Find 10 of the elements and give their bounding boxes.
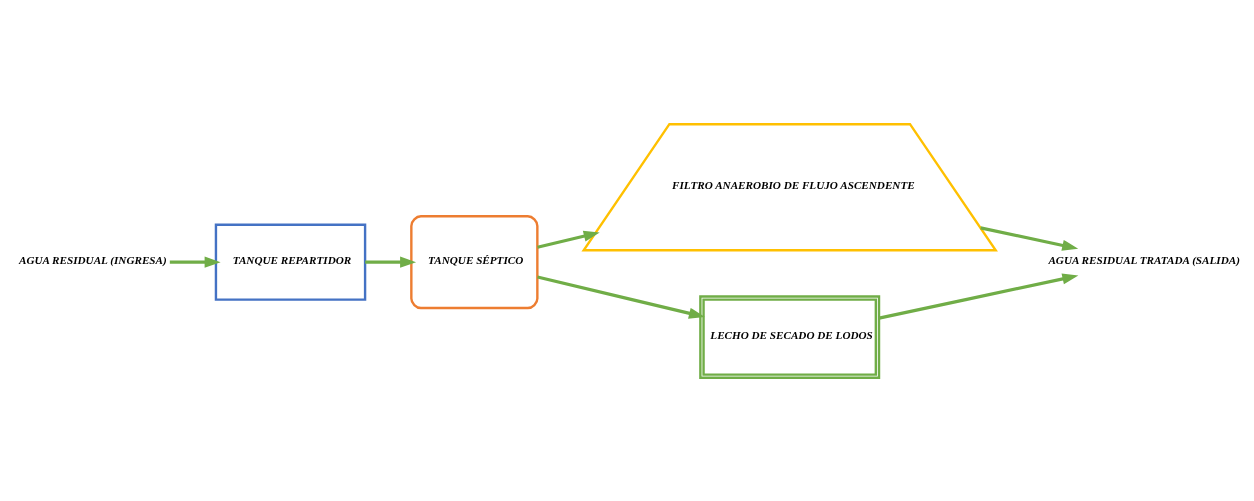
arrow (169, 256, 221, 268)
arrow (537, 230, 600, 249)
arrow (365, 256, 417, 268)
node-box: TANQUE REPARTIDOR (214, 223, 367, 301)
arrow (980, 225, 1079, 251)
arrow (537, 275, 705, 319)
node-text: AGUA RESIDUAL (INGRESA) (18, 253, 167, 266)
arrow (878, 272, 1079, 320)
node-box: TANQUE SÉPTICO (410, 214, 539, 309)
node-text: AGUA RESIDUAL TRATADA (SALIDA) (1048, 253, 1240, 266)
